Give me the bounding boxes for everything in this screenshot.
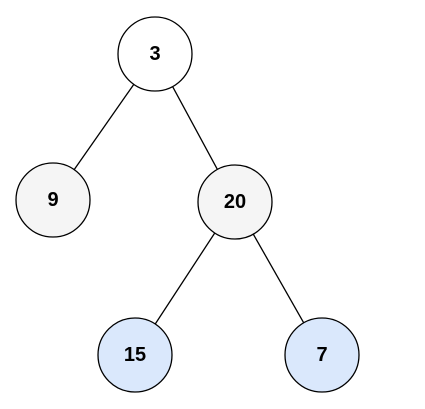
node-circle bbox=[97, 317, 173, 393]
edge-n3-n9 bbox=[73, 83, 135, 171]
node-label: 15 bbox=[124, 344, 146, 366]
tree-node-3: 3 bbox=[117, 16, 193, 92]
node-circle bbox=[15, 162, 91, 238]
node-label: 7 bbox=[316, 344, 327, 366]
node-circle bbox=[284, 317, 360, 393]
node-circle bbox=[117, 16, 193, 92]
edge-n3-n20 bbox=[172, 86, 218, 170]
tree-node-20: 20 bbox=[197, 164, 273, 240]
node-circle bbox=[197, 164, 273, 240]
node-label: 9 bbox=[47, 189, 58, 211]
node-label: 20 bbox=[224, 191, 246, 213]
edge-n20-n7 bbox=[252, 233, 305, 324]
tree-node-15: 15 bbox=[97, 317, 173, 393]
node-label: 3 bbox=[149, 43, 160, 65]
tree-node-7: 7 bbox=[284, 317, 360, 393]
edge-n20-n15 bbox=[154, 232, 216, 325]
tree-node-9: 9 bbox=[15, 162, 91, 238]
